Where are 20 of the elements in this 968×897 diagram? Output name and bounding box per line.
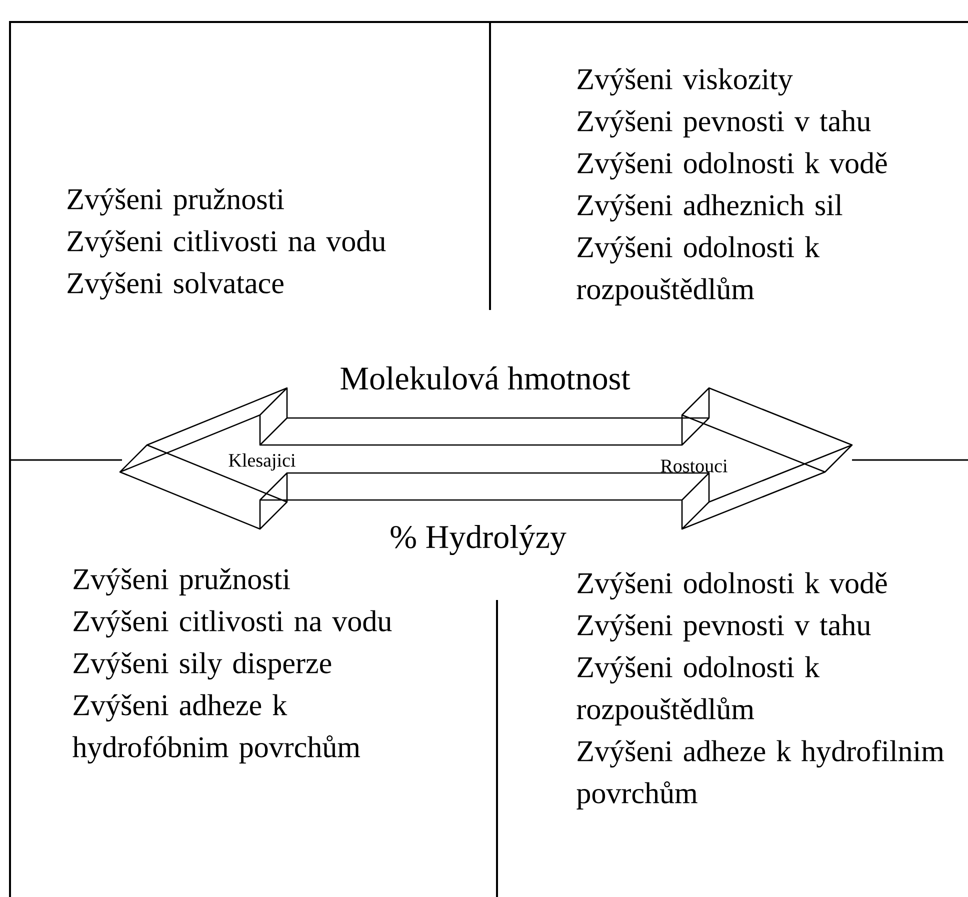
effect-text: Zvýšeni pružnosti — [74, 568, 290, 596]
effect-text: Zvýšeni pevnosti v tahu — [578, 110, 871, 138]
effect-text: Zvýšeni citlivosti na vodu — [74, 610, 392, 638]
effect-text: Zvýšeni viskozity — [578, 68, 793, 96]
axis-title: % Hydrolýzy — [390, 524, 566, 556]
arrow-label: Rostouci — [660, 460, 728, 472]
effect-text: Zvýšeni pevnosti v tahu — [578, 614, 871, 642]
effect-text: Zvýšeni odolnosti k vodě — [578, 572, 887, 600]
effect-text: Zvýšeni solvatace — [68, 272, 284, 300]
effect-text: Zvýšeni pružnosti — [68, 188, 284, 216]
effect-text: Zvýšeni odolnosti k rozpouštědlům — [576, 656, 820, 726]
effect-text: Zvýšeni adheze k hydrofóbnim povrchům — [72, 694, 360, 764]
effect-text: Zvýšeni adheze k hydrofilnim povrchům — [576, 740, 944, 810]
effect-text: Zvýšeni sily disperze — [74, 652, 332, 680]
effect-text: Zvýšeni odolnosti k rozpouštědlům — [576, 236, 820, 306]
effect-text: Zvýšeni adheznich sil — [578, 194, 842, 222]
arrow-label: Klesajici — [228, 453, 296, 471]
effect-text: Zvýšeni citlivosti na vodu — [68, 230, 386, 258]
effect-text: Zvýšeni odolnosti k vodě — [578, 152, 887, 180]
axis-title: Molekulová hmotnost — [340, 366, 630, 390]
